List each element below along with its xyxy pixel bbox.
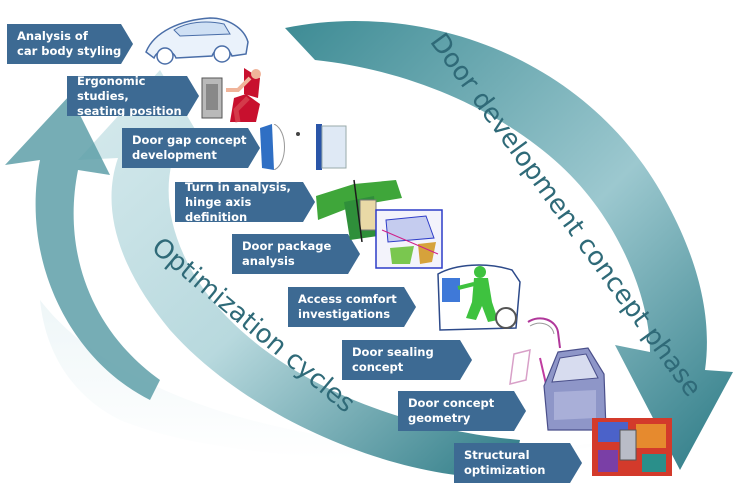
development-phase-arrow: [285, 20, 733, 470]
access-mannequin-image: [437, 264, 521, 331]
hinge-geometry-image: [316, 179, 402, 242]
step-door-gap-concept: Door gap concept development: [122, 128, 260, 168]
car-sketch-image: [145, 17, 249, 65]
sealing-wireframe-image: [509, 317, 561, 385]
door-gap-section-image: [260, 124, 347, 170]
step-door-sealing: Door sealing concept: [342, 340, 472, 380]
structural-model-image: [592, 418, 672, 476]
step-ergonomic-studies: Ergonomic studies, seating position: [67, 76, 199, 116]
seated-mannequin-image: [201, 68, 261, 123]
door-package-image: [375, 209, 443, 269]
background-swoosh: [40, 300, 620, 461]
optimization-cycle-arrow: [78, 70, 520, 479]
step-door-concept-geometry: Door concept geometry: [398, 391, 526, 431]
left-swoosh-arrow: [5, 95, 160, 400]
step-door-package-analysis: Door package analysis: [232, 234, 360, 274]
step-access-comfort: Access comfort investigations: [288, 287, 416, 327]
step-structural-optimization: Structural optimization: [454, 443, 582, 483]
door-geometry-image: [543, 347, 607, 431]
step-turn-in-analysis: Turn in analysis, hinge axis definition: [175, 182, 315, 222]
step-car-body-styling: Analysis of car body styling: [7, 24, 133, 64]
